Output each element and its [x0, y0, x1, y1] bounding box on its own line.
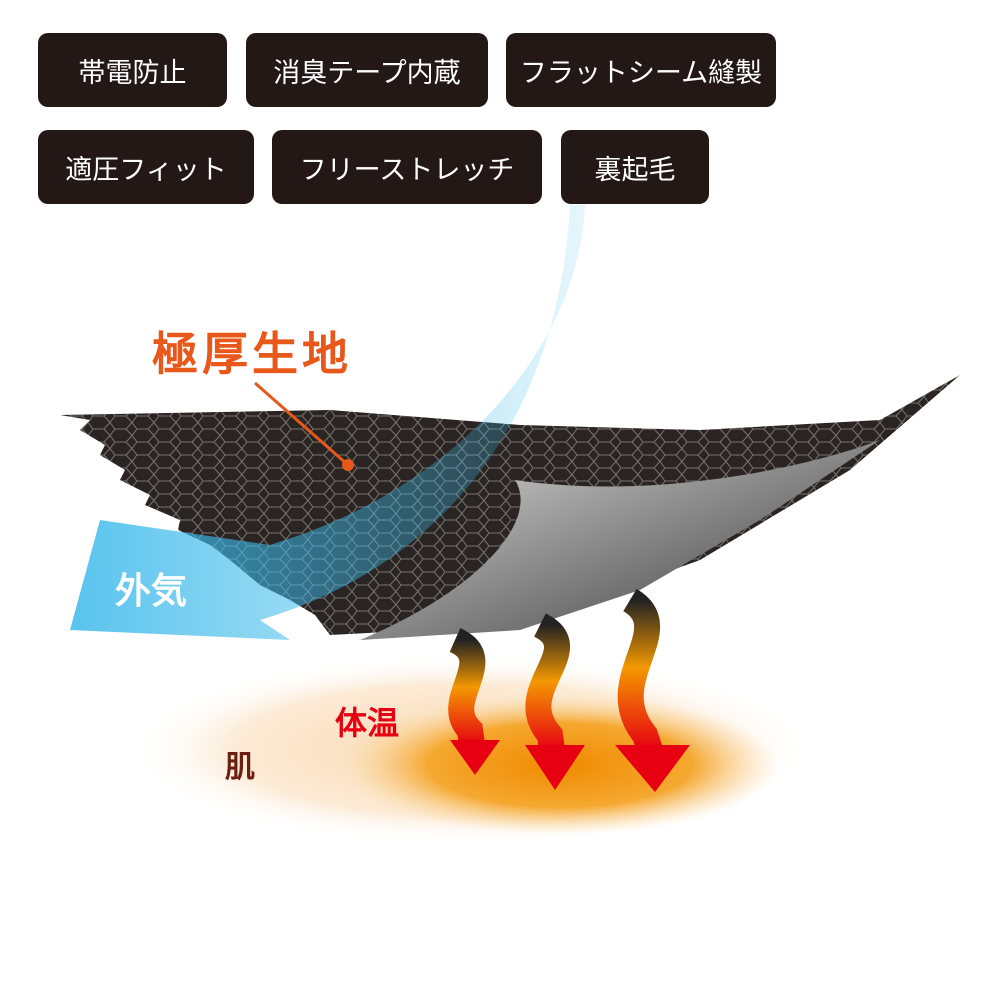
heat-arrowhead-1 — [450, 740, 500, 775]
heat-arrowhead-2 — [525, 745, 585, 790]
fabric-brushed-lining — [360, 440, 880, 640]
skin-label: 肌 — [225, 750, 255, 785]
feature-badge-antistatic: 帯電防止 — [38, 33, 227, 107]
outside-air-label: 外気 — [115, 571, 188, 612]
heat-wave-3 — [617, 588, 663, 755]
body-heat-label: 体温 — [335, 704, 400, 742]
heat-arrowhead-3 — [615, 745, 690, 792]
fabric-callout-dot — [342, 459, 354, 471]
feature-badge-brushed-lining: 裏起毛 — [561, 130, 709, 204]
fabric-label: 極厚生地 — [152, 327, 352, 381]
body-heat-arrows — [448, 588, 663, 755]
fabric-callout-line — [254, 381, 349, 467]
feature-badge-deodorant-tape: 消臭テープ内蔵 — [246, 33, 488, 107]
feature-badge-pressure-fit: 適圧フィット — [38, 130, 254, 204]
feature-badge-flat-seam: フラットシーム縫製 — [506, 33, 776, 107]
feature-badge-free-stretch: フリーストレッチ — [272, 130, 542, 204]
outside-air-arrow — [70, 205, 585, 640]
heat-wave-1 — [448, 628, 486, 747]
heat-wave-2 — [525, 613, 570, 752]
